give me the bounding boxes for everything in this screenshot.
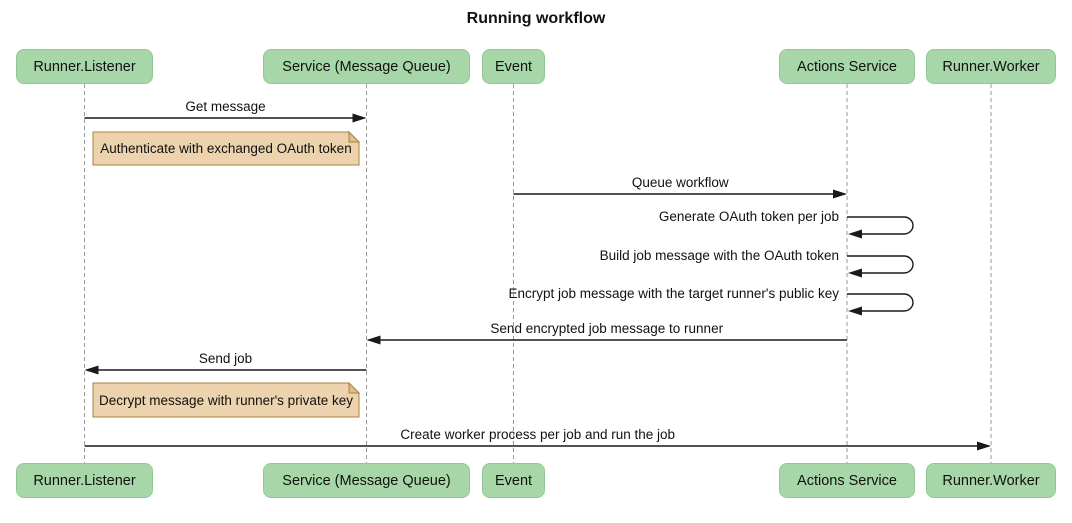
- message-label: Send encrypted job message to runner: [490, 321, 724, 336]
- participant-box: Actions Service: [779, 49, 915, 84]
- self-message-label: Generate OAuth token per job: [658, 209, 839, 224]
- note-fold-icon: [348, 381, 361, 394]
- message-label: Send job: [198, 351, 253, 366]
- message-label: Get message: [185, 99, 266, 114]
- arrowhead-icon: [352, 113, 367, 123]
- arrowhead-icon: [977, 441, 991, 451]
- arrowhead-icon: [848, 229, 862, 239]
- arrowhead-icon: [84, 365, 99, 375]
- arrowhead-icon: [833, 189, 847, 199]
- self-message-line: [847, 255, 914, 274]
- participant-box: Runner.Worker: [926, 49, 1056, 84]
- note-box: [92, 131, 360, 166]
- self-message-label: Build job message with the OAuth token: [599, 248, 839, 263]
- note-box: [92, 382, 360, 418]
- arrowhead-icon: [366, 335, 381, 345]
- note-label: Authenticate with exchanged OAuth token: [100, 141, 352, 156]
- arrowhead-icon: [848, 268, 862, 278]
- self-message-line: [847, 216, 914, 235]
- participant-box: Runner.Listener: [16, 49, 153, 84]
- participant-box: Actions Service: [779, 463, 915, 498]
- participant-box: Runner.Listener: [16, 463, 153, 498]
- arrowhead-icon: [848, 306, 862, 316]
- participant-box: Runner.Worker: [926, 463, 1056, 498]
- message-label: Create worker process per job and run th…: [400, 427, 676, 442]
- note-label: Decrypt message with runner's private ke…: [99, 392, 353, 408]
- participant-box: Service (Message Queue): [263, 463, 470, 498]
- participant-box: Event: [482, 49, 545, 84]
- note-fold-icon: [348, 130, 361, 143]
- self-message-label: Encrypt job message with the target runn…: [508, 286, 840, 301]
- self-message-line: [847, 293, 914, 312]
- participant-box: Service (Message Queue): [263, 49, 470, 84]
- diagram-title: Running workflow: [466, 10, 606, 27]
- participant-box: Event: [482, 463, 545, 498]
- message-label: Queue workflow: [631, 175, 729, 190]
